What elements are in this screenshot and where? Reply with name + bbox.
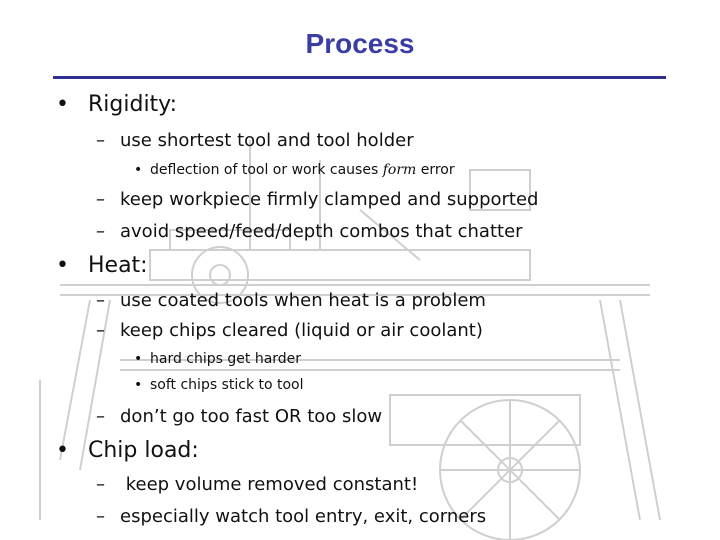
item-text: use coated tools when heat is a problem (120, 290, 486, 311)
heading-text: Chip load: (88, 438, 199, 463)
section-heading-chip-load: • Chip load: (56, 438, 199, 463)
list-item: –use coated tools when heat is a problem (96, 290, 486, 311)
item-text: avoid speed/feed/depth combos that chatt… (120, 221, 523, 242)
item-text: soft chips stick to tool (150, 377, 304, 393)
bullet-icon: • (134, 162, 143, 178)
list-item: – keep volume removed constant! (96, 474, 418, 495)
bullet-icon: • (56, 438, 69, 463)
dash-icon: – (96, 290, 105, 311)
dash-icon: – (96, 320, 105, 341)
item-text: use shortest tool and tool holder (120, 130, 414, 151)
slide-title: Process (305, 28, 415, 59)
sub-list-item: • hard chips get harder (134, 351, 301, 367)
heading-text: Rigidity: (88, 92, 178, 117)
sub-list-item: • soft chips stick to tool (134, 377, 304, 393)
item-text: keep workpiece firmly clamped and suppor… (120, 189, 539, 210)
dash-icon: – (96, 130, 105, 151)
item-text: especially watch tool entry, exit, corne… (120, 506, 487, 527)
item-text-after: error (416, 162, 455, 178)
list-item: –especially watch tool entry, exit, corn… (96, 506, 486, 527)
section-heading-rigidity: • Rigidity: (56, 92, 177, 117)
item-text: don’t go too fast OR too slow (120, 406, 383, 427)
item-text: keep volume removed constant! (120, 474, 419, 495)
list-item: –use shortest tool and tool holder (96, 130, 414, 151)
list-item: –avoid speed/feed/depth combos that chat… (96, 221, 523, 242)
sub-list-item: •deflection of tool or work causes form … (134, 162, 455, 178)
item-text-emphasis: form (382, 162, 417, 178)
list-item: –keep workpiece firmly clamped and suppo… (96, 189, 538, 210)
heading-text: Heat: (88, 253, 148, 278)
dash-icon: – (96, 506, 105, 527)
item-text-before: deflection of tool or work causes (150, 162, 383, 178)
dash-icon: – (96, 406, 105, 427)
bullet-icon: • (134, 351, 143, 367)
dash-icon: – (96, 474, 105, 495)
bullet-icon: • (56, 92, 69, 117)
bullet-icon: • (134, 377, 143, 393)
dash-icon: – (96, 189, 105, 210)
item-text: hard chips get harder (150, 351, 302, 367)
item-text: keep chips cleared (liquid or air coolan… (120, 320, 483, 341)
title-divider (53, 76, 666, 79)
list-item: –keep chips cleared (liquid or air coola… (96, 320, 483, 341)
dash-icon: – (96, 221, 105, 242)
section-heading-heat: • Heat: (56, 253, 148, 278)
list-item: –don’t go too fast OR too slow (96, 406, 382, 427)
bullet-icon: • (56, 253, 69, 278)
